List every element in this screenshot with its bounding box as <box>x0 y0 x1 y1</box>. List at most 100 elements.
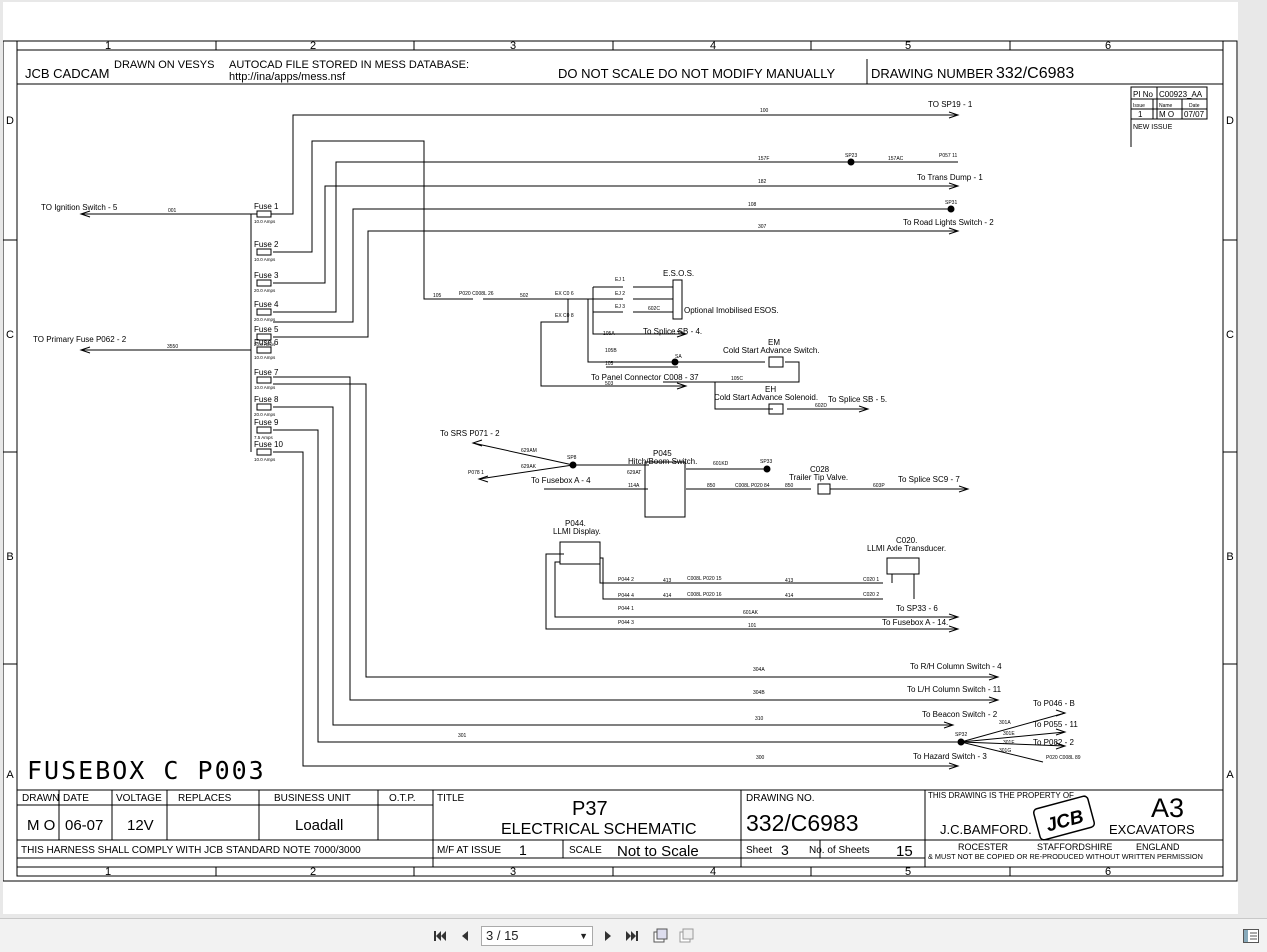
node-label: SP33 <box>760 459 772 465</box>
node-label: SP32 <box>955 732 967 738</box>
tb-sheets-value: 15 <box>896 843 913 860</box>
fuse-symbol <box>256 376 272 384</box>
splice-nodes <box>569 158 965 746</box>
name-label: Name <box>1159 103 1173 109</box>
node-label: SP8 <box>567 455 577 461</box>
p045-label: P045 <box>653 449 672 458</box>
fusebox-a4-label: To Fusebox A - 4 <box>531 476 591 485</box>
next-page-icon[interactable] <box>598 926 618 946</box>
label-p082: To P082 - 2 <box>1033 738 1074 747</box>
wire-number: 105C <box>731 376 743 382</box>
arrow-head <box>948 227 960 235</box>
wire-number: 105 <box>433 293 442 299</box>
column-label: 3 <box>510 40 516 52</box>
fuse-name: Fuse 10 <box>254 440 283 449</box>
tb-company: J.C.BAMFORD. <box>940 822 1032 837</box>
arrow-head <box>958 485 970 493</box>
wire-number: 503 <box>605 381 614 387</box>
node-label: C020 2 <box>863 592 879 598</box>
fuse-rating: 20.0 Amps <box>254 288 276 293</box>
p045-desc: Hitch/Boom Switch. <box>628 457 697 466</box>
fuse-name: Fuse 9 <box>254 418 279 427</box>
wire-number: 101 <box>748 623 757 629</box>
label-p046: To P046 - B <box>1033 699 1075 708</box>
arrow-head <box>943 721 955 729</box>
arrow-head <box>858 405 870 413</box>
wire-number: 105A <box>603 331 615 337</box>
fuse-rating: 20.0 Amps <box>254 412 276 417</box>
wire-number: 310 <box>755 716 764 722</box>
tb-city: ROCESTER <box>958 842 1009 852</box>
wire-number: 629AM <box>521 448 537 454</box>
p044-desc: LLMI Display. <box>553 527 601 536</box>
arrow-head <box>988 673 1000 681</box>
last-page-icon[interactable] <box>622 926 642 946</box>
pi-value: C00923_AA <box>1159 90 1203 99</box>
tb-paper-size: A3 <box>1151 793 1184 823</box>
wire-number: 304A <box>753 667 765 673</box>
row-label: D <box>1226 115 1234 127</box>
c028-label: C028 <box>810 465 830 474</box>
row-label: B <box>6 551 13 563</box>
wire-number: 108 <box>748 202 757 208</box>
pi-label: PI No <box>1133 90 1154 99</box>
wire-number: 182 <box>758 179 767 185</box>
node-label: P078 1 <box>468 470 484 476</box>
wire-number: 602D <box>815 403 827 409</box>
tb-date-label: DATE <box>63 793 89 804</box>
chevron-down-icon: ▼ <box>579 931 588 941</box>
tb-mf-label: M/F AT ISSUE <box>437 845 501 856</box>
node-label: P020 C008L 26 <box>459 291 494 297</box>
tb-voltage-label: VOLTAGE <box>116 793 162 804</box>
sidebar-icon[interactable] <box>1241 926 1261 946</box>
arrow-head <box>1055 728 1067 736</box>
tb-business-unit-label: BUSINESS UNIT <box>274 793 351 804</box>
wire-number: 3550 <box>167 344 178 350</box>
date-value: 07/07 <box>1184 110 1205 119</box>
fuse-name: Fuse 5 <box>254 325 279 334</box>
prev-page-icon[interactable] <box>455 926 475 946</box>
wire-number: 114A <box>628 483 640 489</box>
fuse-rating: 10.0 Amps <box>254 355 276 360</box>
label-road-lights: To Road Lights Switch - 2 <box>903 218 994 227</box>
column-label: 4 <box>710 866 716 878</box>
wire-number: 602C <box>648 306 660 312</box>
fit-width-icon[interactable] <box>676 926 696 946</box>
wire-number: 301E <box>1003 731 1015 737</box>
node-label: SP23 <box>845 153 857 159</box>
tb-business-unit-value: Loadall <box>295 817 343 834</box>
node-label: P044 4 <box>618 593 634 599</box>
row-label: A <box>1226 769 1234 781</box>
fuse-symbol <box>256 210 272 218</box>
arrow-head <box>948 613 960 621</box>
wire-number: 304B <box>753 690 765 696</box>
label-splice-sc9: To Splice SC9 - 7 <box>898 475 960 484</box>
label-hazard: To Hazard Switch - 3 <box>913 752 987 761</box>
wire-number: 414 <box>785 593 794 599</box>
eh-label: EH <box>765 385 776 394</box>
node-label: P044 2 <box>618 577 634 583</box>
wire-number: 301G <box>999 748 1011 754</box>
fuse-name: Fuse 2 <box>254 240 279 249</box>
arrow-head <box>676 330 688 338</box>
first-page-icon[interactable] <box>430 926 450 946</box>
column-label: 6 <box>1105 866 1111 878</box>
fit-page-icon[interactable] <box>650 926 670 946</box>
page-selector[interactable]: 3 / 15 ▼ <box>481 926 593 946</box>
wire-number: 850 <box>707 483 716 489</box>
tb-compliance: THIS HARNESS SHALL COMPLY WITH JCB STAND… <box>21 845 361 856</box>
c028-desc: Trailer Tip Valve. <box>789 473 848 482</box>
wire-number: 629AT <box>627 470 641 476</box>
tb-sheet-value: 3 <box>781 842 789 858</box>
em-label: EM <box>768 338 780 347</box>
arrow-head <box>948 182 960 190</box>
header-url: http://ina/apps/mess.nsf <box>229 71 346 83</box>
fuse-rating: 7.5 Amps <box>254 435 274 440</box>
node-label: EJ 3 <box>615 304 625 310</box>
